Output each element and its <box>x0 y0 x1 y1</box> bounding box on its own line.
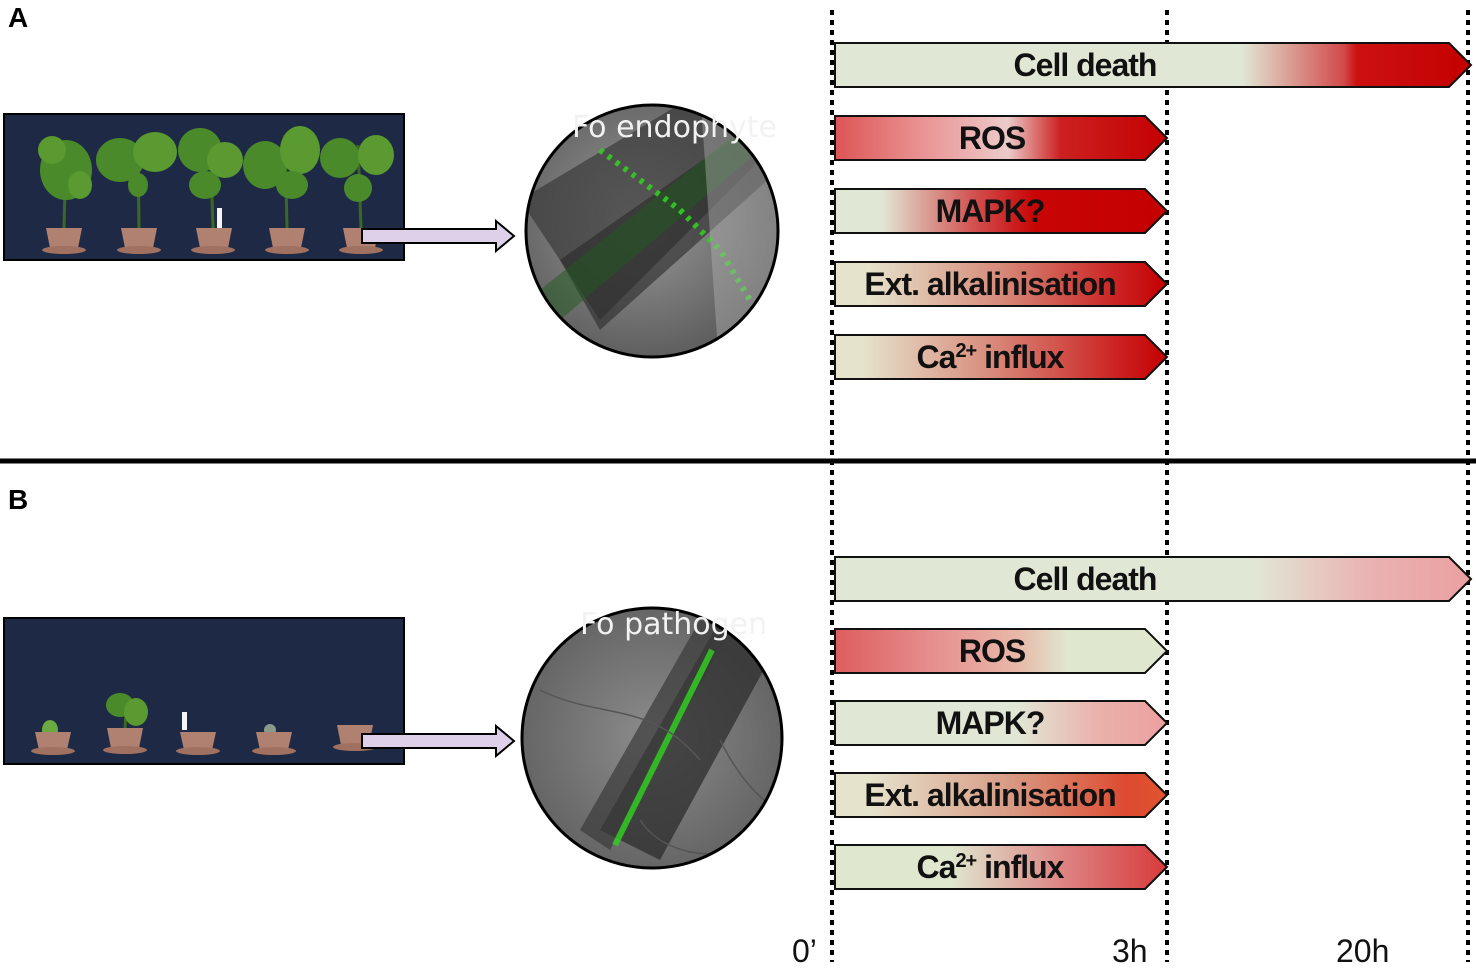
bar-b-ros <box>834 628 1169 674</box>
plant-a-4 <box>243 126 320 254</box>
bar-label-b-mapk: MAPK? <box>936 705 1045 741</box>
panel-label-b: B <box>8 484 29 515</box>
plant-b-2 <box>103 693 148 754</box>
panel-label-a: A <box>8 2 29 33</box>
bar-b-ext-alkalinisation <box>834 772 1169 818</box>
bar-a-ca-influx <box>834 334 1169 380</box>
microscopy-circle-b <box>520 606 784 870</box>
plant-a-3 <box>178 128 243 254</box>
plant-b-4 <box>252 724 296 755</box>
bar-a-cell-death <box>834 42 1473 88</box>
time-label-20h: 20h <box>1336 933 1389 968</box>
plant-a-2 <box>96 132 177 254</box>
plant-photo-b <box>3 617 405 765</box>
plant-b-1 <box>31 720 75 755</box>
plant-b-3 <box>176 712 220 755</box>
bar-label-a-ca-influx: Ca2+ influx <box>917 339 1065 375</box>
plant-photo-a <box>3 113 405 261</box>
bar-label-a-cell-death: Cell death <box>1014 47 1157 83</box>
bar-label-b-cell-death: Cell death <box>1014 561 1157 597</box>
bar-a-ros <box>834 115 1169 161</box>
microscopy-title-a: Fo endophyte <box>572 110 777 145</box>
bar-label-a-ros: ROS <box>959 120 1026 156</box>
bar-b-cell-death <box>834 556 1473 602</box>
bar-label-a-ext-alkalinisation: Ext. alkalinisation <box>864 266 1115 302</box>
arrow-to-microscopy-a <box>361 218 516 254</box>
bar-label-a-mapk: MAPK? <box>936 193 1045 229</box>
time-label-0: 0’ <box>792 933 817 968</box>
bar-label-b-ca-influx: Ca2+ influx <box>917 849 1065 885</box>
plant-group-a <box>38 126 394 254</box>
bar-label-b-ros: ROS <box>959 633 1026 669</box>
arrow-to-microscopy-b <box>361 723 516 759</box>
bar-a-ext-alkalinisation <box>834 261 1169 307</box>
bar-b-mapk <box>834 700 1169 746</box>
bar-label-b-ext-alkalinisation: Ext. alkalinisation <box>864 777 1115 813</box>
microscopy-title-b: Fo pathogen <box>580 607 767 642</box>
bar-b-ca-influx <box>834 844 1169 890</box>
plant-a-1 <box>38 136 92 254</box>
time-label-3h: 3h <box>1112 933 1148 968</box>
bar-a-mapk <box>834 188 1169 234</box>
